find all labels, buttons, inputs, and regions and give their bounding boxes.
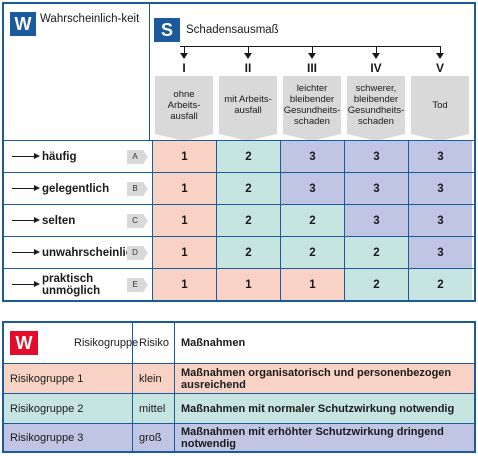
legend-header-risk: Risiko — [132, 323, 174, 363]
likelihood-header: W Wahrscheinlich-keit — [4, 4, 150, 140]
arrow-right-icon — [34, 153, 40, 159]
severity-roman-3: III — [306, 61, 317, 75]
likelihood-label: häufig — [42, 150, 77, 163]
risk-cell: 1 — [280, 269, 344, 300]
risk-cell: 3 — [344, 141, 408, 172]
severity-roman-2: II — [244, 61, 252, 75]
legend-risk: mittel — [132, 394, 174, 423]
bracket-drop-2 — [248, 46, 249, 54]
risk-cell: 3 — [408, 173, 472, 204]
risk-cell: 3 — [344, 205, 408, 236]
bracket-drop-4 — [376, 46, 377, 54]
risk-cell: 2 — [280, 205, 344, 236]
severity-badge: S — [154, 18, 180, 42]
arrow-down-icon — [308, 53, 316, 59]
risk-cell: 2 — [216, 141, 280, 172]
risk-cell: 1 — [152, 173, 216, 204]
risk-cell: 3 — [408, 237, 472, 268]
legend-header-row: W Risikogruppe Risiko Maßnahmen — [4, 323, 474, 363]
risk-cell: 2 — [216, 237, 280, 268]
likelihood-letter: B — [127, 182, 148, 196]
arrow-down-icon — [436, 53, 444, 59]
severity-column-3: leichter bleibender Gesundheits-schaden — [283, 76, 341, 141]
risk-cell: 3 — [408, 205, 472, 236]
row-arrow-line — [12, 284, 36, 285]
severity-title: Schadensausmaß — [186, 24, 279, 36]
likelihood-letter: D — [127, 246, 148, 260]
severity-column-4: schwerer, bleibender Gesundheits-schaden — [347, 76, 405, 141]
risk-cell: 1 — [216, 269, 280, 300]
arrow-right-icon — [34, 281, 40, 287]
severity-roman-1: I — [182, 61, 186, 75]
legend-header-group: Risikogruppe — [74, 337, 139, 349]
legend-badge-cell: W — [4, 323, 68, 363]
severity-roman-4: IV — [370, 61, 382, 75]
likelihood-label: selten — [42, 214, 76, 227]
risk-cell: 3 — [280, 141, 344, 172]
legend-group: Risikogruppe 3 — [10, 431, 84, 444]
severity-column-2: mit Arbeits-ausfall — [219, 76, 277, 141]
likelihood-badge: W — [10, 12, 36, 36]
risk-cell: 3 — [408, 141, 472, 172]
severity-bracket — [180, 46, 440, 47]
risk-cell: 2 — [344, 269, 408, 300]
legend-header-measures: Maßnahmen — [174, 323, 474, 363]
risk-matrix: W Wahrscheinlich-keit S Schadensausmaß I… — [2, 2, 476, 302]
risk-cell: 3 — [344, 173, 408, 204]
arrow-down-icon — [180, 53, 188, 59]
row-arrow-line — [12, 220, 36, 221]
header-divider — [149, 4, 150, 140]
legend-badge: W — [10, 331, 38, 355]
legend-measures: Maßnahmen organisatorisch und personenbe… — [174, 364, 474, 393]
likelihood-letter: C — [127, 214, 148, 228]
likelihood-label: praktisch unmöglich — [42, 272, 101, 297]
legend-group: Risikogruppe 1 — [10, 372, 84, 385]
likelihood-title: Wahrscheinlich-keit — [40, 13, 140, 25]
risk-legend: W Risikogruppe Risiko Maßnahmen Risikogr… — [2, 321, 476, 453]
severity-roman-5: V — [435, 61, 444, 75]
likelihood-letter: A — [127, 150, 148, 164]
risk-cell: 3 — [280, 173, 344, 204]
risk-cell: 1 — [152, 205, 216, 236]
risk-cell: 2 — [216, 205, 280, 236]
arrow-down-icon — [244, 53, 252, 59]
legend-risk: groß — [132, 424, 174, 451]
severity-column-1: ohne Arbeits-ausfall — [155, 76, 213, 141]
bracket-drop-1 — [184, 46, 185, 54]
risk-cell: 2 — [408, 269, 472, 300]
arrow-down-icon — [372, 53, 380, 59]
risk-cell: 2 — [216, 173, 280, 204]
arrow-right-icon — [34, 249, 40, 255]
risk-cell: 2 — [344, 237, 408, 268]
likelihood-label: unwahrscheinlich — [42, 246, 140, 259]
row-arrow-line — [12, 156, 36, 157]
risk-cell: 1 — [152, 269, 216, 300]
likelihood-letter: E — [127, 278, 148, 292]
legend-group: Risikogruppe 2 — [10, 402, 84, 415]
bracket-drop-5 — [440, 46, 441, 54]
row-arrow-line — [12, 252, 36, 253]
bracket-drop-3 — [312, 46, 313, 54]
severity-column-5: Tod — [411, 76, 469, 141]
row-arrow-line — [12, 188, 36, 189]
legend-measures: Maßnahmen mit erhöhter Schutzwirkung dri… — [174, 424, 474, 451]
legend-risk: klein — [132, 364, 174, 393]
risk-cell: 1 — [152, 237, 216, 268]
risk-cell: 2 — [280, 237, 344, 268]
risk-cell: 1 — [152, 141, 216, 172]
likelihood-label: gelegentlich — [42, 182, 110, 195]
legend-measures: Maßnahmen mit normaler Schutzwirkung not… — [174, 394, 474, 423]
arrow-right-icon — [34, 185, 40, 191]
arrow-right-icon — [34, 217, 40, 223]
